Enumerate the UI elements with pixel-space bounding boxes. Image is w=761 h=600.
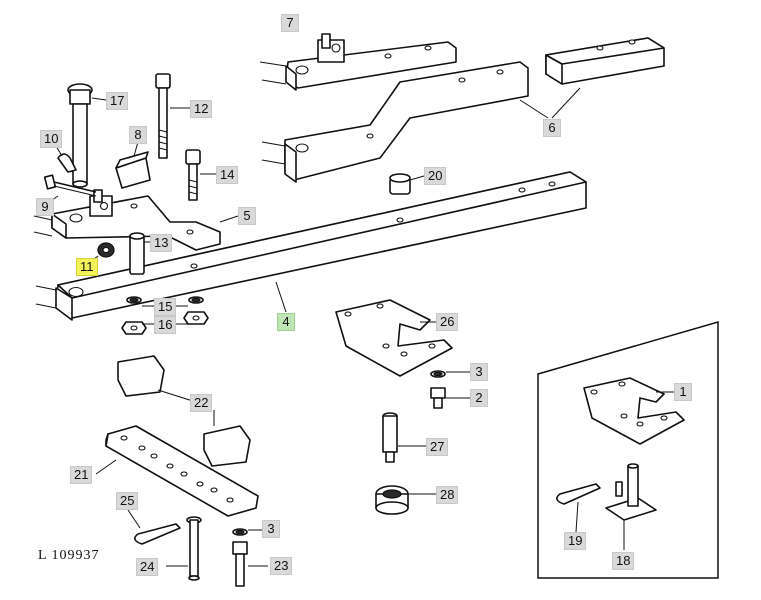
part-25-clip — [127, 509, 181, 545]
part-6-offset-drawbar — [261, 37, 665, 183]
part-8-block — [115, 141, 151, 189]
callout-26[interactable]: 26 — [436, 313, 459, 331]
callout-9[interactable]: 9 — [36, 198, 54, 216]
callout-7[interactable]: 7 — [281, 14, 299, 32]
part-12-long-bolt — [155, 73, 190, 159]
part-24-pin — [166, 516, 202, 581]
part-14-bolt — [185, 149, 216, 201]
part-7-short-drawbar — [259, 33, 457, 91]
part-4-main-drawbar — [35, 171, 587, 321]
callout-19[interactable]: 19 — [564, 532, 587, 550]
part-3-2-washer-bolt — [430, 370, 470, 409]
part-21-plate — [95, 425, 259, 517]
callout-28[interactable]: 28 — [436, 486, 459, 504]
callout-11[interactable]: 11 — [76, 258, 98, 276]
callout-10[interactable]: 10 — [40, 130, 63, 148]
part-11-lock-washer — [89, 242, 115, 263]
callout-13[interactable]: 13 — [150, 234, 173, 252]
part-9-pin-bolt — [43, 174, 97, 205]
callout-22[interactable]: 22 — [190, 394, 213, 412]
part-22-pads — [117, 355, 251, 467]
part-27-pin — [382, 412, 426, 463]
part-13-spacer — [129, 232, 150, 275]
inset-frame — [537, 321, 719, 579]
part-20-bushing — [389, 173, 425, 195]
drawing-reference-code: L 109937 — [38, 548, 100, 563]
part-5-clevis-plate — [33, 189, 239, 251]
callout-5[interactable]: 5 — [238, 207, 256, 225]
callout-3-lower[interactable]: 3 — [262, 520, 280, 538]
part-26-bracket — [335, 299, 453, 377]
callout-15[interactable]: 15 — [154, 298, 177, 316]
callout-2[interactable]: 2 — [470, 389, 488, 407]
callout-23[interactable]: 23 — [270, 557, 293, 575]
callout-27[interactable]: 27 — [426, 438, 449, 456]
part-28-bushing — [375, 485, 436, 515]
callout-20[interactable]: 20 — [424, 167, 447, 185]
callout-25[interactable]: 25 — [116, 492, 139, 510]
callout-16[interactable]: 16 — [154, 316, 177, 334]
part-3-23-washer-bolt — [232, 528, 268, 587]
callout-12[interactable]: 12 — [190, 100, 213, 118]
part-15-16-washers-nuts — [121, 296, 209, 335]
callout-8[interactable]: 8 — [129, 126, 147, 144]
callout-24[interactable]: 24 — [136, 558, 159, 576]
callout-4[interactable]: 4 — [277, 313, 295, 331]
callout-18[interactable]: 18 — [612, 552, 635, 570]
callout-14[interactable]: 14 — [216, 166, 239, 184]
callout-1[interactable]: 1 — [674, 383, 692, 401]
callout-17[interactable]: 17 — [106, 92, 129, 110]
callout-6[interactable]: 6 — [543, 119, 561, 137]
part-17-hitch-pin — [67, 83, 107, 188]
callout-3-upper[interactable]: 3 — [470, 363, 488, 381]
callout-21[interactable]: 21 — [70, 466, 93, 484]
